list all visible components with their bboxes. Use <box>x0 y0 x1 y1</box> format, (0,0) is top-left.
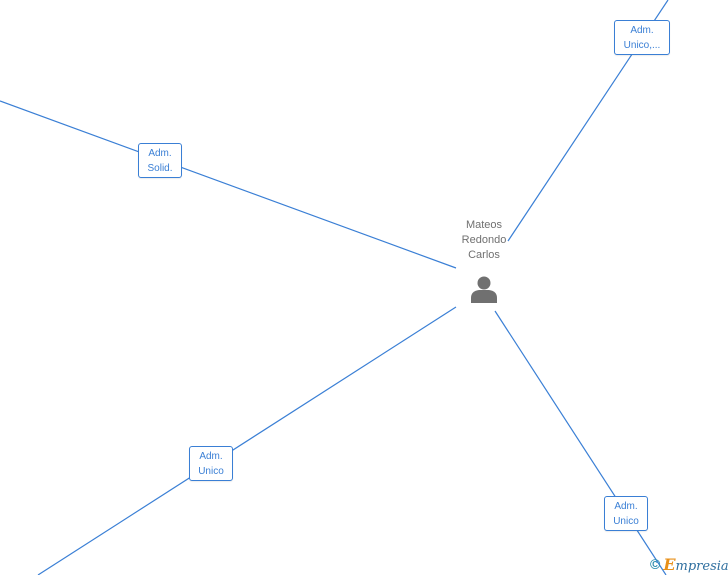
copyright-icon: © <box>650 556 661 572</box>
brand-initial: E <box>663 554 676 574</box>
role-line-2: Unico <box>613 516 639 527</box>
role-line-2: Unico <box>198 466 224 477</box>
role-box-adm-solid[interactable]: Adm. Solid. <box>138 143 182 178</box>
person-icon[interactable] <box>469 274 499 304</box>
name-line-3: Carlos <box>468 249 500 261</box>
role-box-adm-unico-left[interactable]: Adm. Unico <box>189 446 233 481</box>
name-line-2: Redondo <box>461 234 507 246</box>
brand-wordmark: Empresia <box>663 555 728 574</box>
empresia-logo: © Empresia <box>650 554 728 574</box>
role-box-adm-unico-bottom[interactable]: Adm. Unico <box>604 496 648 531</box>
role-line-1: Adm. <box>630 25 654 36</box>
role-line-1: Adm. <box>614 501 638 512</box>
role-line-2: Unico,... <box>623 40 661 51</box>
edge-to-adm-unico-bottom <box>494 310 667 575</box>
edge-to-adm-unico-left <box>37 306 457 575</box>
role-line-2: Solid. <box>147 163 173 174</box>
center-person-name[interactable]: Mateos Redondo Carlos <box>444 218 524 263</box>
edge-to-adm-solid <box>0 100 457 269</box>
role-line-1: Adm. <box>199 451 223 462</box>
role-line-1: Adm. <box>148 148 172 159</box>
brand-rest: mpresia <box>675 558 728 574</box>
role-box-adm-unico-top[interactable]: Adm. Unico,... <box>614 20 670 55</box>
name-line-1: Mateos <box>465 219 503 231</box>
